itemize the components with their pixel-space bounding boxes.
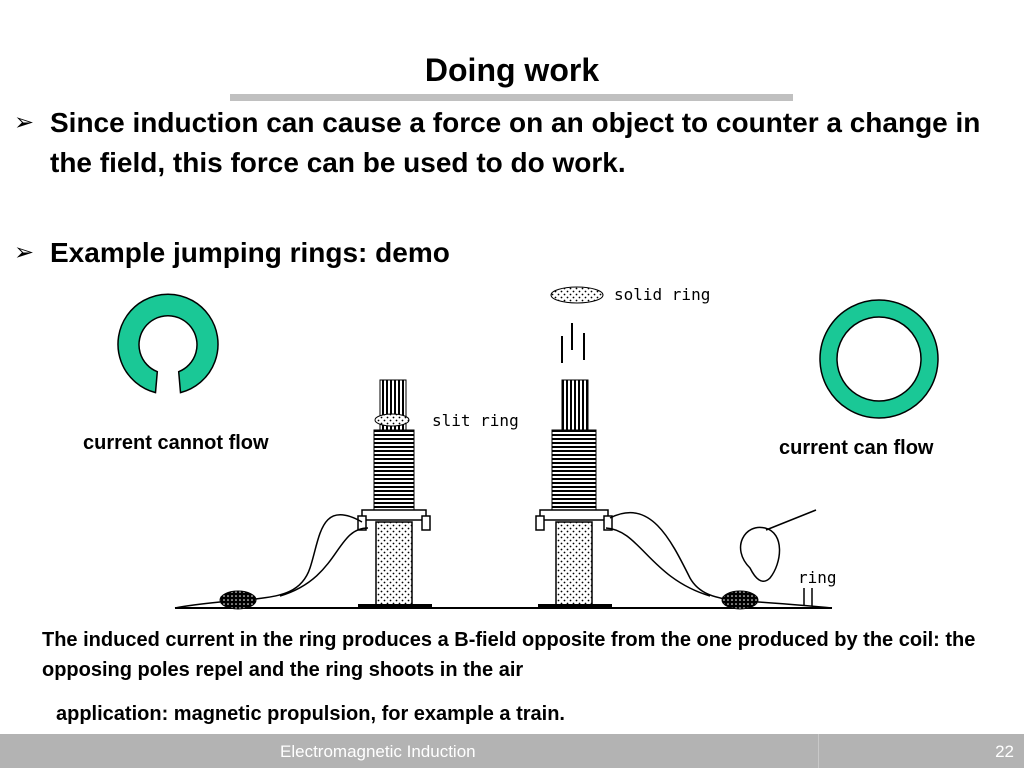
bullet-1-text: Since induction can cause a force on an …	[50, 107, 981, 178]
page-number: 22	[995, 742, 1014, 761]
footer-title: Electromagnetic Induction	[280, 742, 476, 761]
bullet-2-text: Example jumping rings: demo	[50, 237, 450, 268]
arrow-bullet-icon: ➢	[14, 239, 35, 266]
slide-title: Doing work	[424, 52, 600, 88]
caption-text: The induced current in the ring produces…	[42, 629, 976, 681]
footer-divider	[818, 734, 819, 768]
title-underline	[230, 94, 793, 101]
application-text: application: magnetic propulsion, for ex…	[56, 703, 565, 725]
bullet-1: ➢ Since induction can cause a force on a…	[14, 103, 1024, 227]
bullet-2: ➢ Example jumping rings: demo	[14, 233, 614, 277]
jumping-rings-diagram: slit ring solid ring ring	[174, 285, 837, 610]
solid-ring-icon	[819, 299, 939, 419]
ring-diagram-label: ring	[798, 568, 837, 587]
slit-ring-diagram-label: slit ring	[432, 411, 519, 430]
footer-bar: Electromagnetic Induction 22	[0, 734, 1024, 768]
arrow-bullet-icon: ➢	[14, 109, 35, 136]
current-cannot-flow-label: current cannot flow	[83, 432, 269, 454]
slit-ring-icon	[117, 293, 219, 394]
current-can-flow-label: current can flow	[779, 437, 934, 459]
solid-ring-diagram-label: solid ring	[614, 285, 710, 304]
